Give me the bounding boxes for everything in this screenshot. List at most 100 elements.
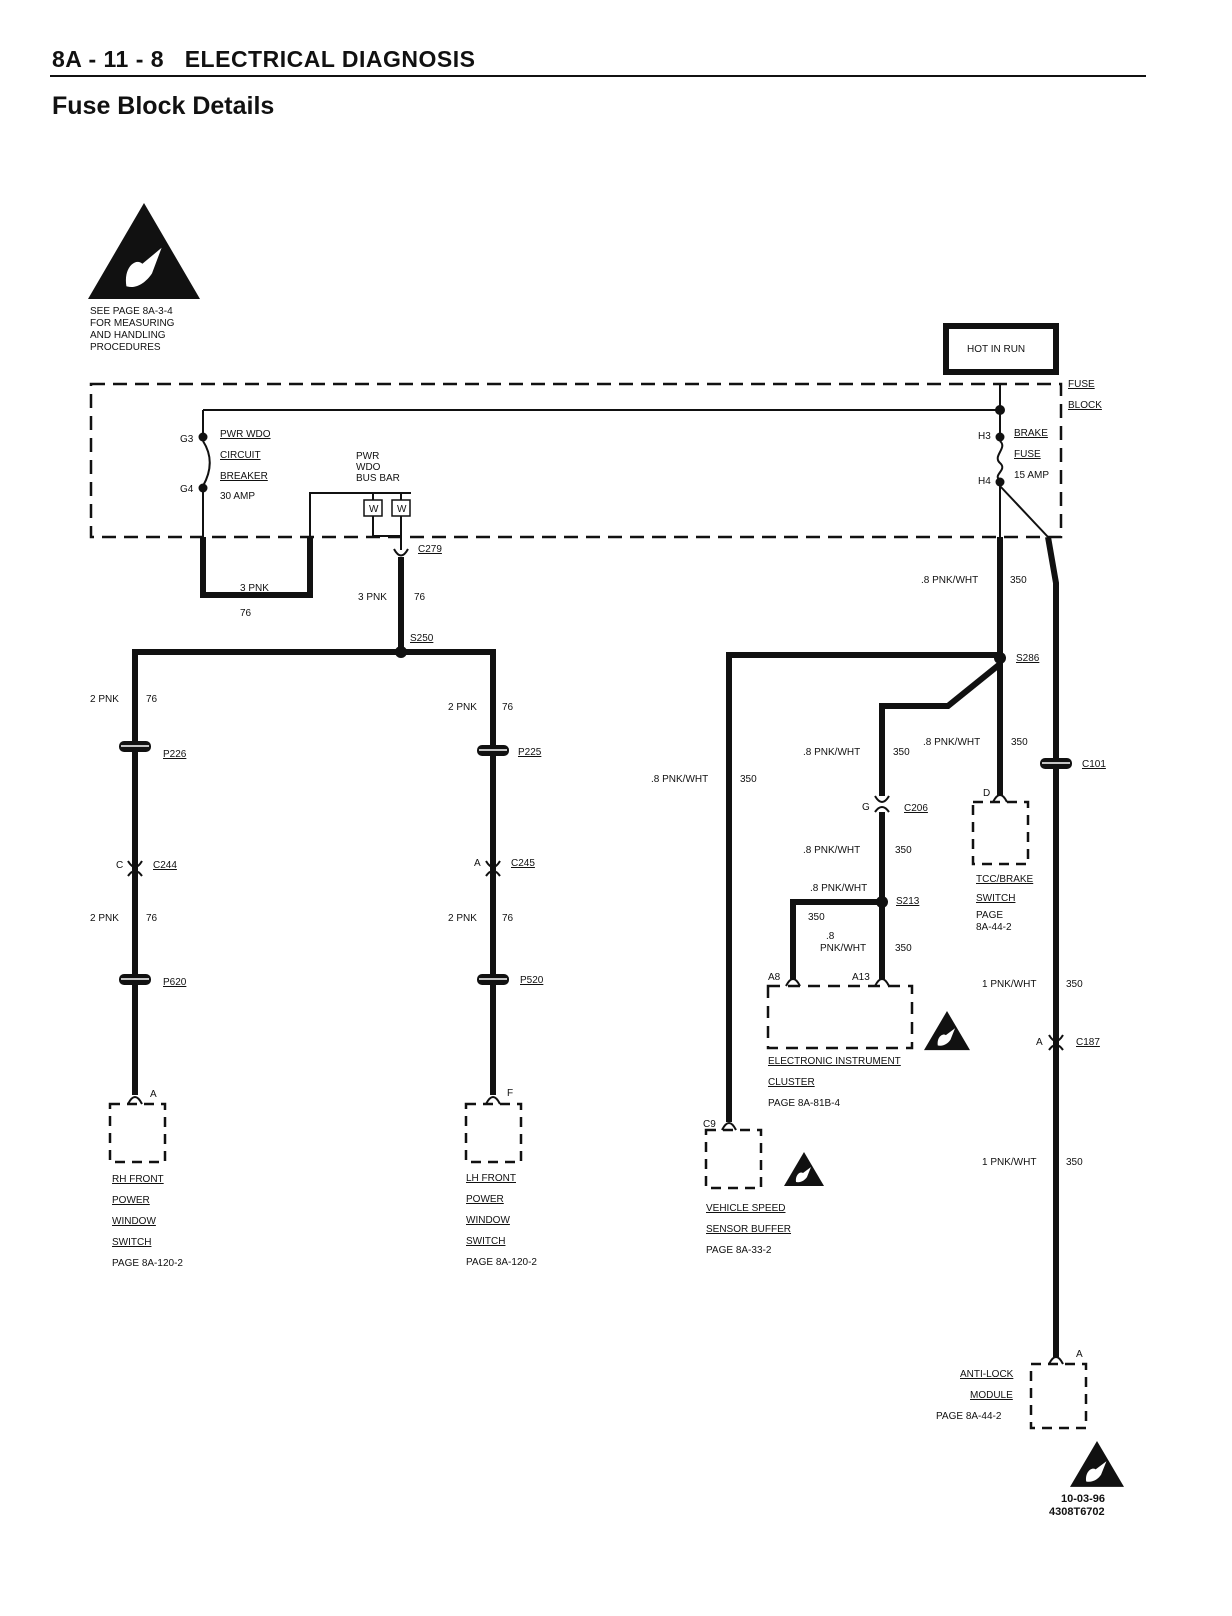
esd-warning-icon (924, 1010, 970, 1051)
component-page: 8A-44-2 (976, 922, 1012, 933)
bus-terminal-label: W (369, 504, 379, 515)
connector-label: C244 (153, 860, 177, 871)
circuit-number: 76 (502, 913, 514, 924)
terminal-label: H4 (978, 476, 991, 487)
circuit-number: 76 (146, 913, 158, 924)
component-label: WINDOW (466, 1215, 510, 1226)
wire-color: 1 PNK/WHT (982, 1157, 1036, 1168)
connector-abs-a-symbol (1048, 1356, 1064, 1365)
brake-fuse-symbol (996, 440, 1004, 481)
bus-bar (309, 492, 411, 537)
header-rule (50, 75, 1146, 77)
wire (1048, 1044, 1064, 1051)
wire-color: 2 PNK (448, 913, 477, 924)
wire-color: .8 PNK/WHT (803, 747, 860, 758)
wire-to-abs-module (1045, 536, 1059, 1357)
brake-fuse-label: FUSE (1014, 449, 1041, 460)
component-page: PAGE 8A-33-2 (706, 1245, 772, 1256)
connector-label: C187 (1076, 1037, 1100, 1048)
pin-label: A13 (852, 972, 870, 983)
component-label: POWER (112, 1195, 150, 1206)
wire-to-cluster-a8 (790, 899, 882, 979)
wire-color: 1 PNK/WHT (982, 979, 1036, 990)
wire-color: 2 PNK (448, 702, 477, 713)
wire (485, 870, 501, 877)
circuit-breaker-label: PWR WDO (220, 429, 271, 440)
esd-note-line: AND HANDLING (90, 330, 166, 341)
connector-f-symbol (485, 1096, 501, 1105)
fuse-block-outline (89, 382, 1063, 539)
bus-bar-label: BUS BAR (356, 473, 400, 484)
connector-c279-symbol (393, 548, 409, 557)
wire (372, 516, 387, 537)
circuit-breaker-label: BREAKER (220, 471, 268, 482)
pin-label: A (150, 1089, 157, 1100)
anti-lock-module (1029, 1362, 1088, 1430)
esd-note-line: SEE PAGE 8A-3-4 (90, 306, 173, 317)
wire-color: .8 PNK/WHT (923, 737, 980, 748)
pin-label: G (862, 802, 870, 813)
section-title: ELECTRICAL DIAGNOSIS (184, 46, 476, 72)
connector-c245-symbol (485, 860, 501, 868)
pin-label: A8 (768, 972, 781, 983)
terminal-label: G4 (180, 484, 194, 495)
component-label: SWITCH (112, 1237, 151, 1248)
pin-label: A (1076, 1349, 1083, 1360)
component-label: SWITCH (466, 1236, 505, 1247)
connector-c9-symbol (721, 1122, 737, 1131)
wire-color: 2 PNK (90, 913, 119, 924)
component-page: PAGE (976, 910, 1003, 921)
terminal-h3 (995, 432, 1005, 442)
circuit-number: 350 (895, 845, 912, 856)
wire-3-pnk-loop (200, 537, 313, 598)
fuse-block-label: FUSE (1068, 379, 1095, 390)
component-label: TCC/BRAKE (976, 874, 1034, 885)
wire-color: 2 PNK (90, 694, 119, 705)
circuit-number: 76 (502, 702, 514, 713)
connector-label: P225 (518, 747, 542, 758)
terminal-g4 (198, 483, 208, 493)
pin-label: D (983, 788, 990, 799)
connector-label: C245 (511, 858, 535, 869)
bus-bar-label: WDO (356, 462, 381, 473)
wire-color: PNK/WHT (820, 943, 866, 954)
wire-color: .8 PNK/WHT (810, 883, 867, 894)
bus-bar-label: PWR (356, 451, 379, 462)
wire-to-vss-buffer (726, 652, 1000, 1122)
tcc-brake-switch (971, 800, 1030, 866)
wire (387, 516, 402, 537)
bus-terminal-label: W (397, 504, 407, 515)
pin-label: C (116, 860, 123, 871)
brake-fuse-label: BRAKE (1014, 428, 1048, 439)
component-label: LH FRONT (466, 1173, 516, 1184)
page-header: 8A - 11 - 8 ELECTRICAL DIAGNOSIS (52, 46, 475, 73)
circuit-number: 76 (414, 592, 426, 603)
terminal-label: G3 (180, 434, 194, 445)
wire-to-cluster (879, 661, 1002, 796)
circuit-number: 350 (740, 774, 757, 785)
pin-label: A (474, 858, 481, 869)
wire-color: 3 PNK (358, 592, 387, 603)
connector-d-symbol (992, 794, 1008, 803)
connector-c187-symbol (1048, 1034, 1064, 1042)
circuit-number: 350 (1011, 737, 1028, 748)
esd-note-line: PROCEDURES (90, 342, 161, 353)
connector-label: C279 (418, 544, 442, 555)
esd-warning-icon (1070, 1441, 1124, 1487)
vehicle-speed-sensor-buffer (704, 1128, 763, 1190)
circuit-number: 76 (146, 694, 158, 705)
component-page: PAGE 8A-120-2 (466, 1257, 537, 1268)
wire-2-pnk-branches (132, 649, 496, 1095)
bus-splice (995, 405, 1005, 415)
component-label: SWITCH (976, 893, 1015, 904)
circuit-number: 350 (1066, 979, 1083, 990)
connector-a-symbol (127, 1096, 143, 1105)
component-label: ANTI-LOCK (960, 1369, 1014, 1380)
connector-label: P520 (520, 975, 544, 986)
circuit-number: 350 (1010, 575, 1027, 586)
component-label: WINDOW (112, 1216, 156, 1227)
splice-label: S250 (410, 633, 434, 644)
circuit-breaker-label: 30 AMP (220, 491, 255, 502)
component-label: RH FRONT (112, 1174, 164, 1185)
